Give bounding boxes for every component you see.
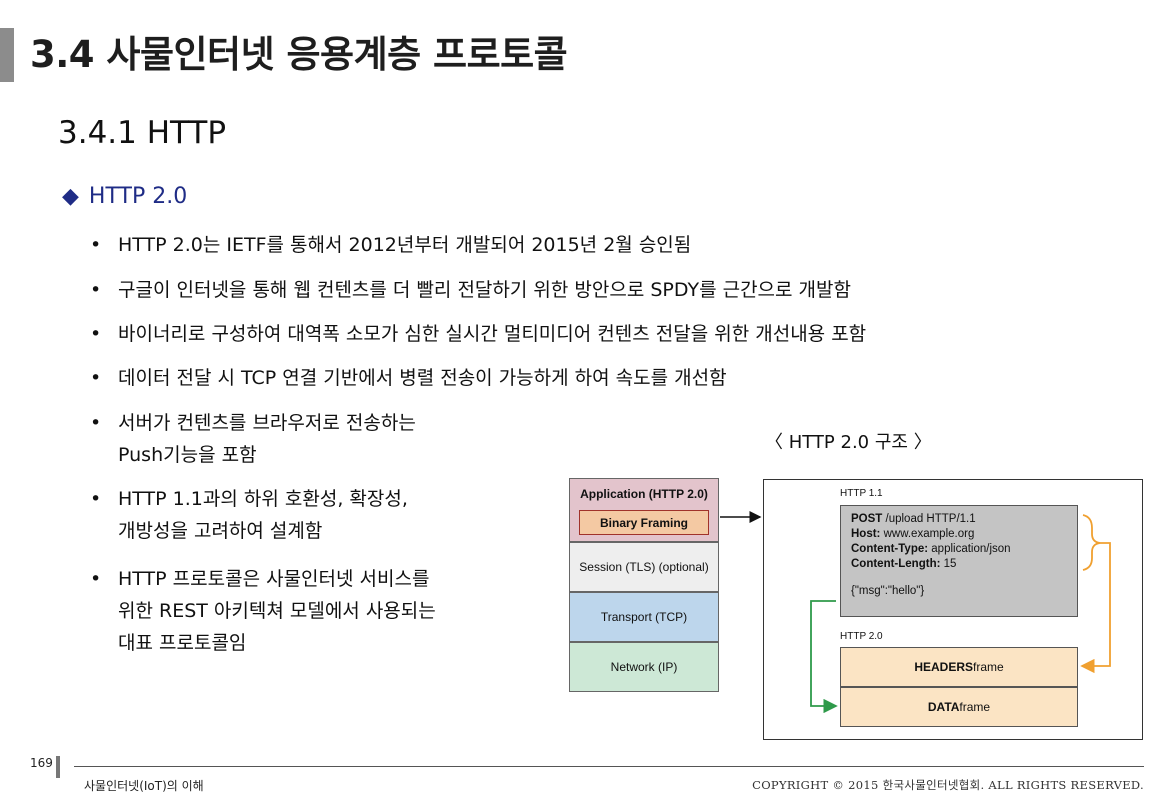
bullet-dot-icon: • — [90, 279, 102, 301]
title-accent-bar — [0, 28, 14, 82]
bullet-dot-icon: • — [90, 234, 102, 256]
http11-label: HTTP 1.1 — [840, 488, 883, 499]
bullet-text-line-2: 개방성을 고려하여 설계함 — [118, 520, 323, 542]
network-layer: Network (IP) — [569, 642, 719, 692]
bullet-item: • HTTP 2.0는 IETF를 통해서 2012년부터 개발되어 2015년… — [90, 229, 691, 261]
footer-accent-bar — [56, 756, 60, 778]
transport-layer: Transport (TCP) — [569, 592, 719, 642]
bullet-text-line-3: 대표 프로토콜임 — [118, 632, 247, 654]
footer-copyright: COPYRIGHT © 2015 한국사물인터넷협회. ALL RIGHTS R… — [752, 778, 1144, 792]
bullet-item: • HTTP 프로토콜은 사물인터넷 서비스를 위한 REST 아키텍쳐 모델에… — [90, 563, 436, 659]
content-type-header: Content-Type: application/json — [851, 542, 1067, 557]
bullet-dot-icon: • — [90, 412, 102, 434]
host-key: Host: — [851, 528, 881, 540]
host-value: www.example.org — [880, 528, 975, 540]
diamond-icon: ◆ — [62, 184, 79, 209]
bullet-text-line-1: HTTP 1.1과의 하위 호환성, 확장성, — [118, 488, 408, 510]
page-title: 3.4 사물인터넷 응용계층 프로토콜 — [30, 33, 568, 76]
request-body: {"msg":"hello"} — [851, 585, 925, 597]
bullet-item: • HTTP 1.1과의 하위 호환성, 확장성, 개방성을 고려하여 설계함 — [90, 483, 408, 547]
page-number: 169 — [30, 756, 53, 770]
headers-frame-rest: frame — [973, 660, 1004, 674]
footer-course-title: 사물인터넷(IoT)의 이해 — [84, 779, 204, 793]
headers-frame-bold: HEADERS — [914, 660, 973, 674]
bullet-text: 바이너리로 구성하여 대역폭 소모가 심한 실시간 멀티미디어 컨텐츠 전달을 … — [118, 323, 867, 345]
http2-label: HTTP 2.0 — [840, 631, 883, 642]
figure-caption: 〈 HTTP 2.0 구조 〉 — [765, 432, 932, 453]
application-layer-label: Application (HTTP 2.0) — [580, 487, 708, 501]
session-layer: Session (TLS) (optional) — [569, 542, 719, 592]
bullet-item: • 구글이 인터넷을 통해 웹 컨텐츠를 더 빨리 전달하기 위한 방안으로 S… — [90, 274, 851, 306]
content-length-key: Content-Length: — [851, 558, 941, 570]
data-frame: DATA frame — [840, 687, 1078, 727]
data-frame-bold: DATA — [927, 700, 960, 714]
http11-request: POST /upload HTTP/1.1 Host: www.example.… — [840, 505, 1078, 617]
bullet-text-line-2: 위한 REST 아키텍쳐 모델에서 사용되는 — [118, 600, 436, 622]
content-length-value: 15 — [940, 558, 957, 570]
bullet-dot-icon: • — [90, 488, 102, 510]
footer-divider — [74, 766, 1144, 767]
content-type-key: Content-Type: — [851, 543, 929, 555]
request-path: /upload HTTP/1.1 — [882, 513, 976, 525]
bullet-text: 구글이 인터넷을 통해 웹 컨텐츠를 더 빨리 전달하기 위한 방안으로 SPD… — [118, 279, 851, 301]
bullet-text: HTTP 2.0는 IETF를 통해서 2012년부터 개발되어 2015년 2… — [118, 234, 692, 256]
content-type-value: application/json — [928, 543, 1011, 555]
binary-framing-layer: Binary Framing — [579, 510, 709, 535]
topic-heading-text: HTTP 2.0 — [88, 184, 188, 209]
data-frame-rest: frame — [959, 700, 991, 714]
bullet-text-line-2: Push기능을 포함 — [118, 444, 257, 466]
topic-heading: ◆ HTTP 2.0 — [62, 184, 187, 209]
request-line: POST /upload HTTP/1.1 — [851, 512, 1067, 527]
bullet-text-line-1: HTTP 프로토콜은 사물인터넷 서비스를 — [118, 568, 430, 590]
bullet-dot-icon: • — [90, 367, 102, 389]
content-length-header: Content-Length: 15 — [851, 557, 1067, 572]
headers-frame: HEADERS frame — [840, 647, 1078, 687]
bullet-text: 데이터 전달 시 TCP 연결 기반에서 병렬 전송이 가능하게 하여 속도를 … — [118, 367, 727, 389]
bullet-text-line-1: 서버가 컨텐츠를 브라우저로 전송하는 — [118, 412, 416, 434]
bullet-item: • 서버가 컨텐츠를 브라우저로 전송하는 Push기능을 포함 — [90, 407, 416, 471]
framing-diagram: HTTP 1.1 POST /upload HTTP/1.1 Host: www… — [763, 479, 1143, 740]
section-subtitle: 3.4.1 HTTP — [58, 115, 227, 151]
request-method: POST — [851, 513, 883, 525]
bullet-dot-icon: • — [90, 323, 102, 345]
bullet-item: • 데이터 전달 시 TCP 연결 기반에서 병렬 전송이 가능하게 하여 속도… — [90, 362, 727, 394]
bullet-dot-icon: • — [90, 568, 102, 590]
bullet-item: • 바이너리로 구성하여 대역폭 소모가 심한 실시간 멀티미디어 컨텐츠 전달… — [90, 318, 866, 350]
host-header: Host: www.example.org — [851, 527, 1067, 542]
